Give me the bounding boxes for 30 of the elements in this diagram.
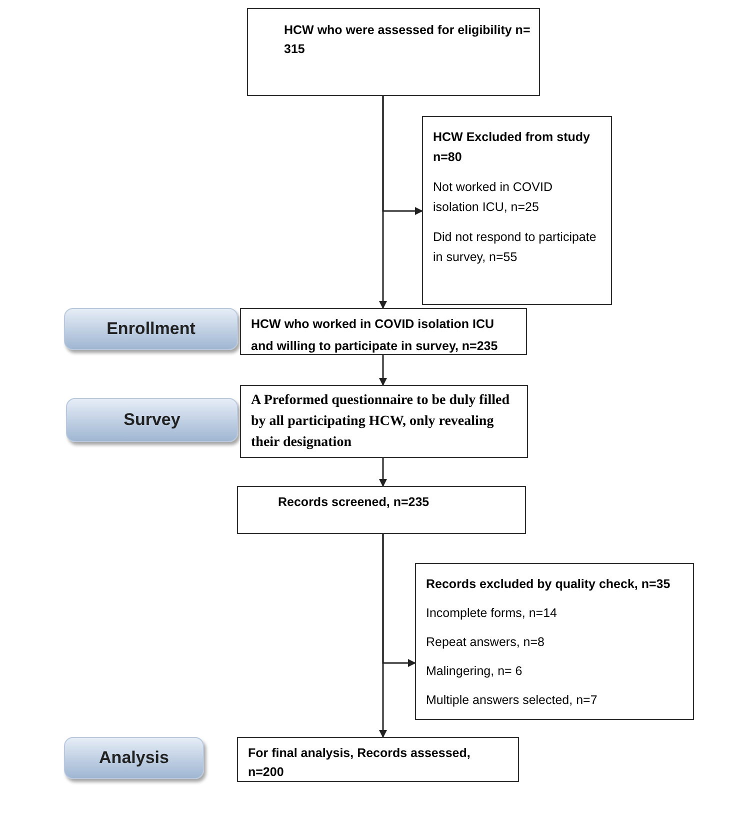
- box-text: Records screened, n=235: [278, 494, 430, 511]
- box-text: For final analysis, Records assessed, n=200: [248, 745, 472, 781]
- box-text: Incomplete forms, n=14: [426, 605, 558, 622]
- box-text: Not worked in COVID isolation ICU, n=25: [433, 179, 554, 216]
- box-text: A Preformed questionnaire to be duly filled by all participating HCW, only revealing their designation: [251, 392, 510, 452]
- stage-pill: [64, 308, 238, 350]
- box-text: HCW who were assessed for eligibility n= 315: [284, 22, 531, 58]
- arrow: [382, 534, 416, 667]
- arrow: [379, 355, 387, 386]
- stage-label: Analysis: [99, 747, 169, 770]
- process-box: [237, 486, 526, 534]
- box-text: Malingering, n= 6: [426, 663, 524, 680]
- box-text: Repeat answers, n=8: [426, 634, 546, 651]
- stage-label: Survey: [124, 409, 180, 432]
- box-text: HCW who worked in COVID isolation ICU and willing to participate in survey, n=235: [251, 316, 499, 355]
- stage-pill: [64, 737, 204, 779]
- arrow: [382, 96, 423, 215]
- stage-pill: [66, 398, 238, 442]
- box-text: Multiple answers selected, n=7: [426, 692, 598, 709]
- process-box: [415, 563, 694, 720]
- arrow: [379, 458, 387, 487]
- process-box: [247, 8, 540, 96]
- process-box: [422, 116, 612, 305]
- box-heading: HCW Excluded from study n=80: [433, 129, 591, 166]
- box-text: Did not respond to participate in survey, n=55: [433, 229, 598, 266]
- process-box: [237, 737, 519, 782]
- process-box: [240, 385, 528, 458]
- stage-label: Enrollment: [106, 318, 196, 340]
- box-heading: Records excluded by quality check, n=35: [426, 576, 672, 593]
- process-box: [240, 308, 527, 355]
